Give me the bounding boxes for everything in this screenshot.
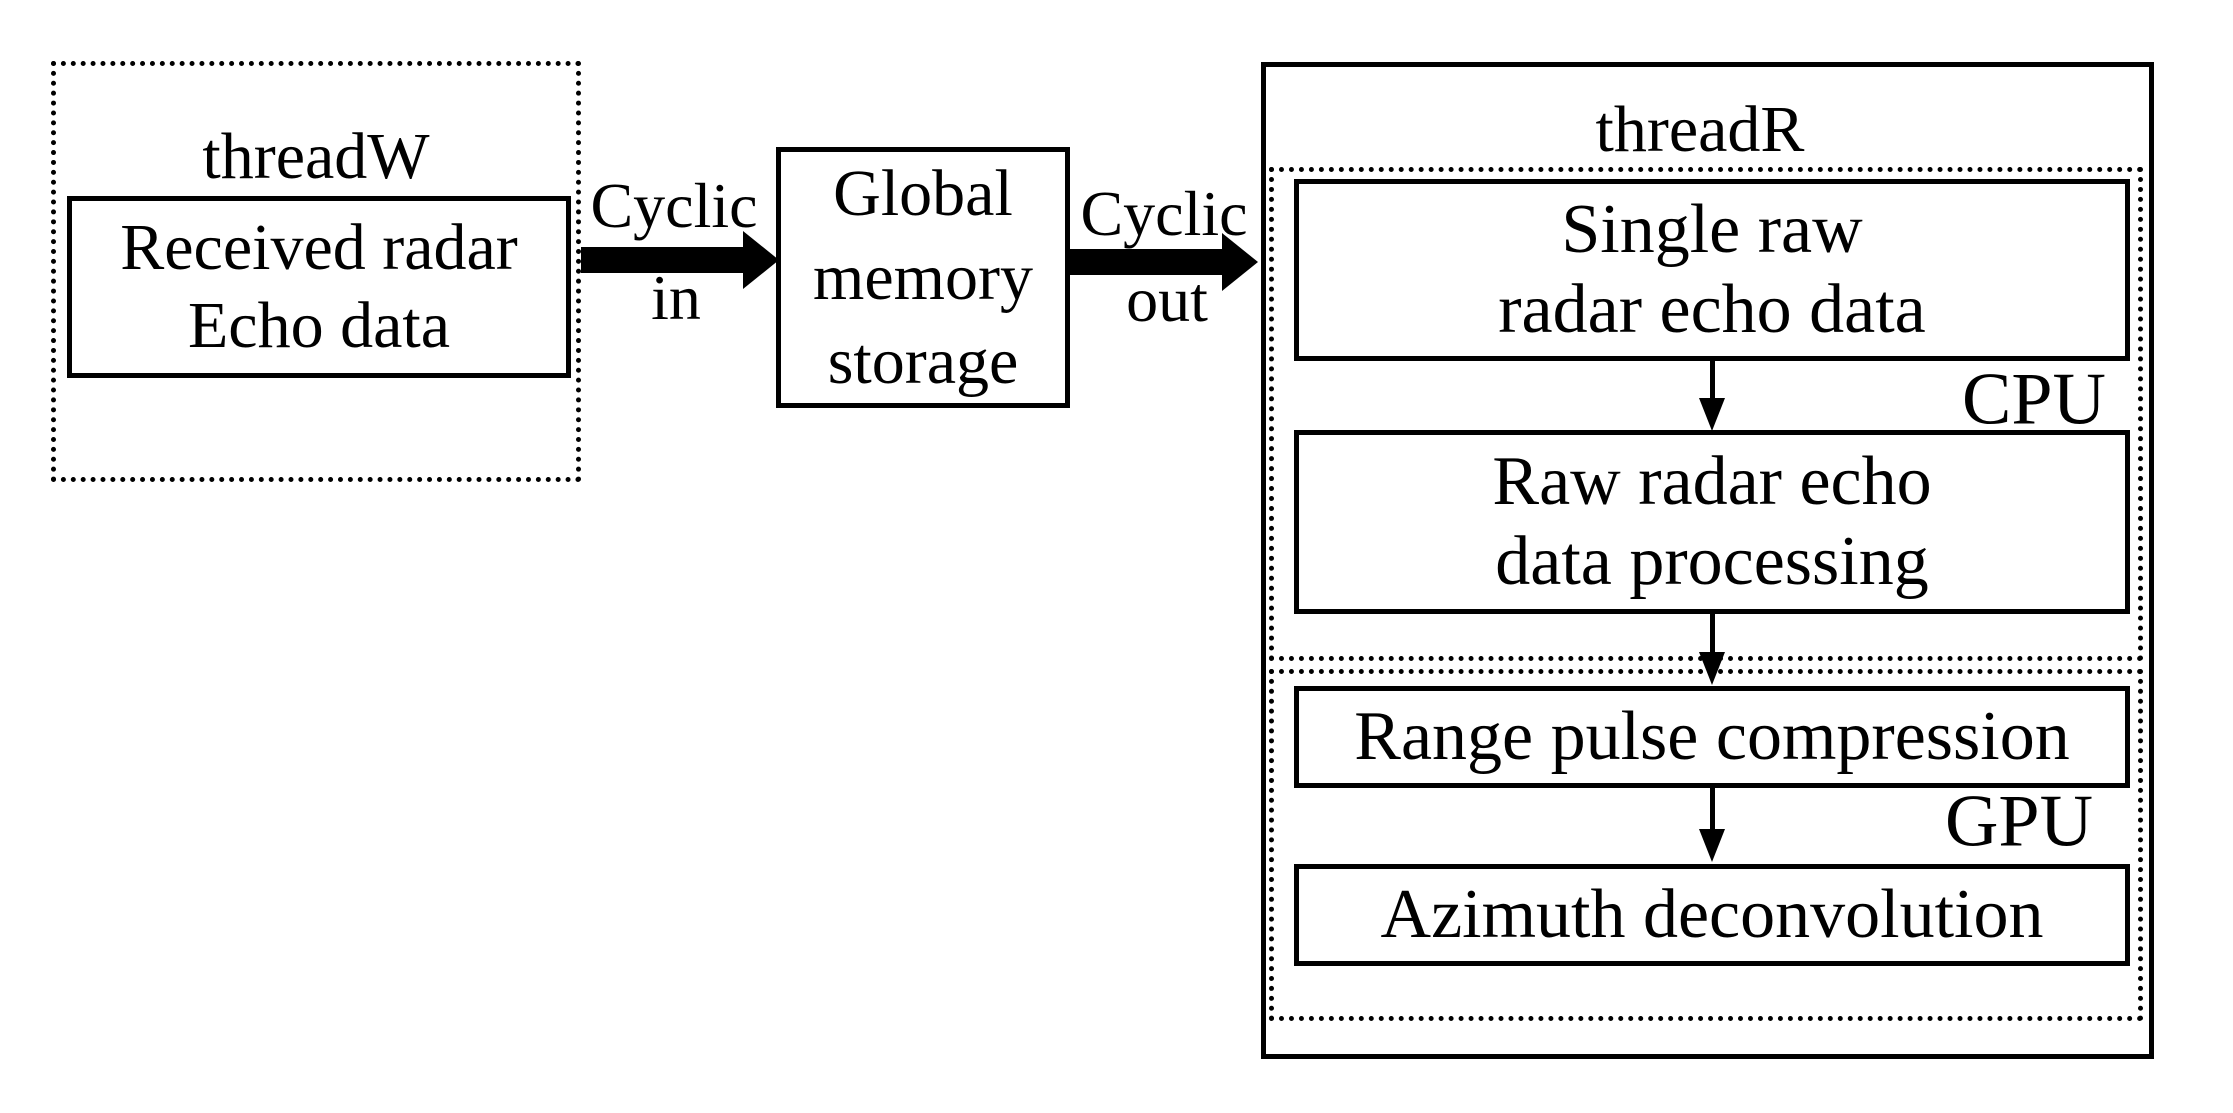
gpu-region xyxy=(1269,669,2143,1021)
cyclic-out-arrow-shaft xyxy=(1070,249,1222,275)
cyclic-in-sublabel: in xyxy=(651,262,701,333)
flow-arrow-cpu-gpu-head xyxy=(1699,652,1725,685)
global-memory-line2: memory xyxy=(813,240,1033,314)
raw-processing-box: Raw radar echo data processing xyxy=(1294,430,2130,614)
flow-arrow-gpu-line xyxy=(1710,788,1715,830)
raw-processing-line2: data processing xyxy=(1495,523,1929,600)
flow-arrow-cpu-head xyxy=(1699,398,1725,431)
azimuth-box: Azimuth deconvolution xyxy=(1294,864,2130,966)
threadr-title: threadR xyxy=(1595,93,1805,166)
flow-arrow-cpu-line xyxy=(1710,361,1715,401)
received-echo-line2: Echo data xyxy=(187,289,451,362)
global-memory-line3: storage xyxy=(827,324,1019,398)
cpu-label: CPU xyxy=(1962,358,2106,441)
single-raw-line2: radar echo data xyxy=(1498,271,1926,348)
azimuth-label: Azimuth deconvolution xyxy=(1380,876,2044,953)
raw-processing-line1: Raw radar echo xyxy=(1492,443,1932,520)
range-compression-label: Range pulse compression xyxy=(1354,698,2070,775)
cyclic-in-label: Cyclic xyxy=(590,170,758,241)
range-compression-box: Range pulse compression xyxy=(1294,686,2130,788)
flow-arrow-cpu-gpu-line xyxy=(1710,614,1715,654)
received-echo-line1: Received radar xyxy=(120,211,518,284)
cyclic-in-arrow-shaft xyxy=(581,247,743,273)
global-memory-box: Global memory storage xyxy=(776,147,1070,408)
threadw-container xyxy=(51,61,581,482)
cyclic-out-arrow-head xyxy=(1222,233,1258,291)
cyclic-in-arrow-head xyxy=(743,231,779,289)
received-echo-box: Received radar Echo data xyxy=(67,196,571,378)
cyclic-out-sublabel: out xyxy=(1126,264,1208,335)
global-memory-line1: Global xyxy=(833,156,1013,230)
gpu-label: GPU xyxy=(1944,780,2094,863)
single-raw-line1: Single raw xyxy=(1561,191,1863,268)
threadw-title: threadW xyxy=(202,120,430,193)
flow-arrow-gpu-head xyxy=(1699,829,1725,862)
single-raw-box: Single raw radar echo data xyxy=(1294,179,2130,361)
cyclic-out-label: Cyclic xyxy=(1080,178,1248,249)
